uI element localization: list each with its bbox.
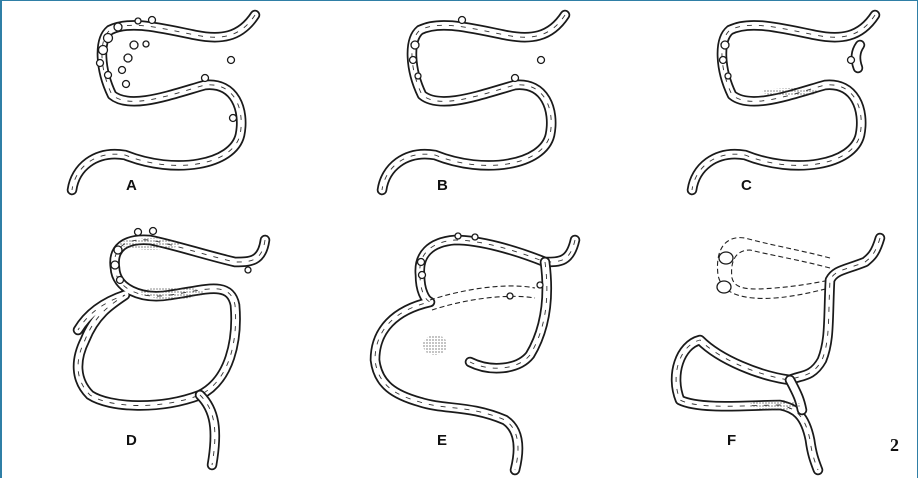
- panel-f-vessel: [676, 238, 880, 470]
- panel-c-cells: [720, 41, 855, 79]
- panel-c-vessel: [692, 15, 875, 190]
- figure-number: 2: [890, 435, 899, 456]
- panel-e-vessel: [375, 233, 575, 470]
- panel-d-vessel: [78, 228, 265, 466]
- panel-label-c: C: [741, 177, 752, 194]
- panel-a-vessel: [72, 15, 255, 190]
- panel-label-a: A: [126, 177, 137, 194]
- panel-label-b: B: [437, 177, 448, 194]
- panel-label-e: E: [437, 432, 447, 449]
- panel-label-f: F: [727, 432, 736, 449]
- panel-label-d: D: [126, 432, 137, 449]
- panel-b-vessel: [382, 15, 565, 190]
